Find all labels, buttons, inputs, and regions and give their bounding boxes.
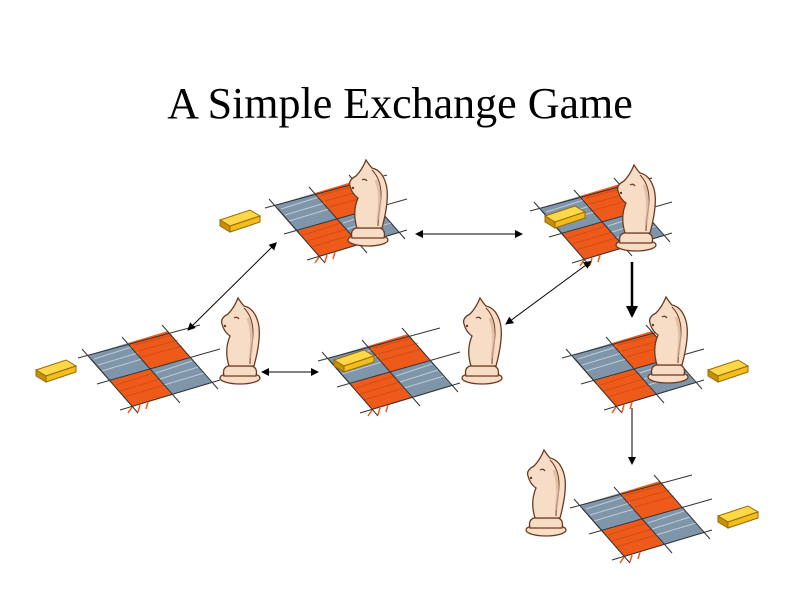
state-middle-left: [35, 296, 262, 414]
chess-knight-icon: [218, 296, 262, 386]
chess-knight-icon: [524, 448, 568, 538]
checkered-board-icon: [317, 327, 461, 417]
gold-bar-icon: [717, 505, 759, 529]
state-top-left: [219, 158, 408, 264]
slide-title: A Simple Exchange Game: [167, 79, 633, 128]
state-bottom-right: [524, 448, 759, 564]
gold-bar-icon: [35, 359, 77, 383]
state-middle-center: [317, 296, 504, 417]
state-top-right: [529, 163, 673, 267]
chess-knight-icon: [460, 296, 504, 386]
gold-bar-icon: [707, 359, 749, 383]
arrow-right-diagonal: [505, 260, 592, 325]
state-middle-right: [561, 295, 749, 414]
arrow-left-diagonal: [187, 242, 277, 331]
checkered-board-icon: [77, 324, 221, 414]
transition-arrows: [187, 230, 636, 465]
checkered-board-icon: [569, 474, 713, 564]
gold-bar-icon: [219, 209, 261, 233]
